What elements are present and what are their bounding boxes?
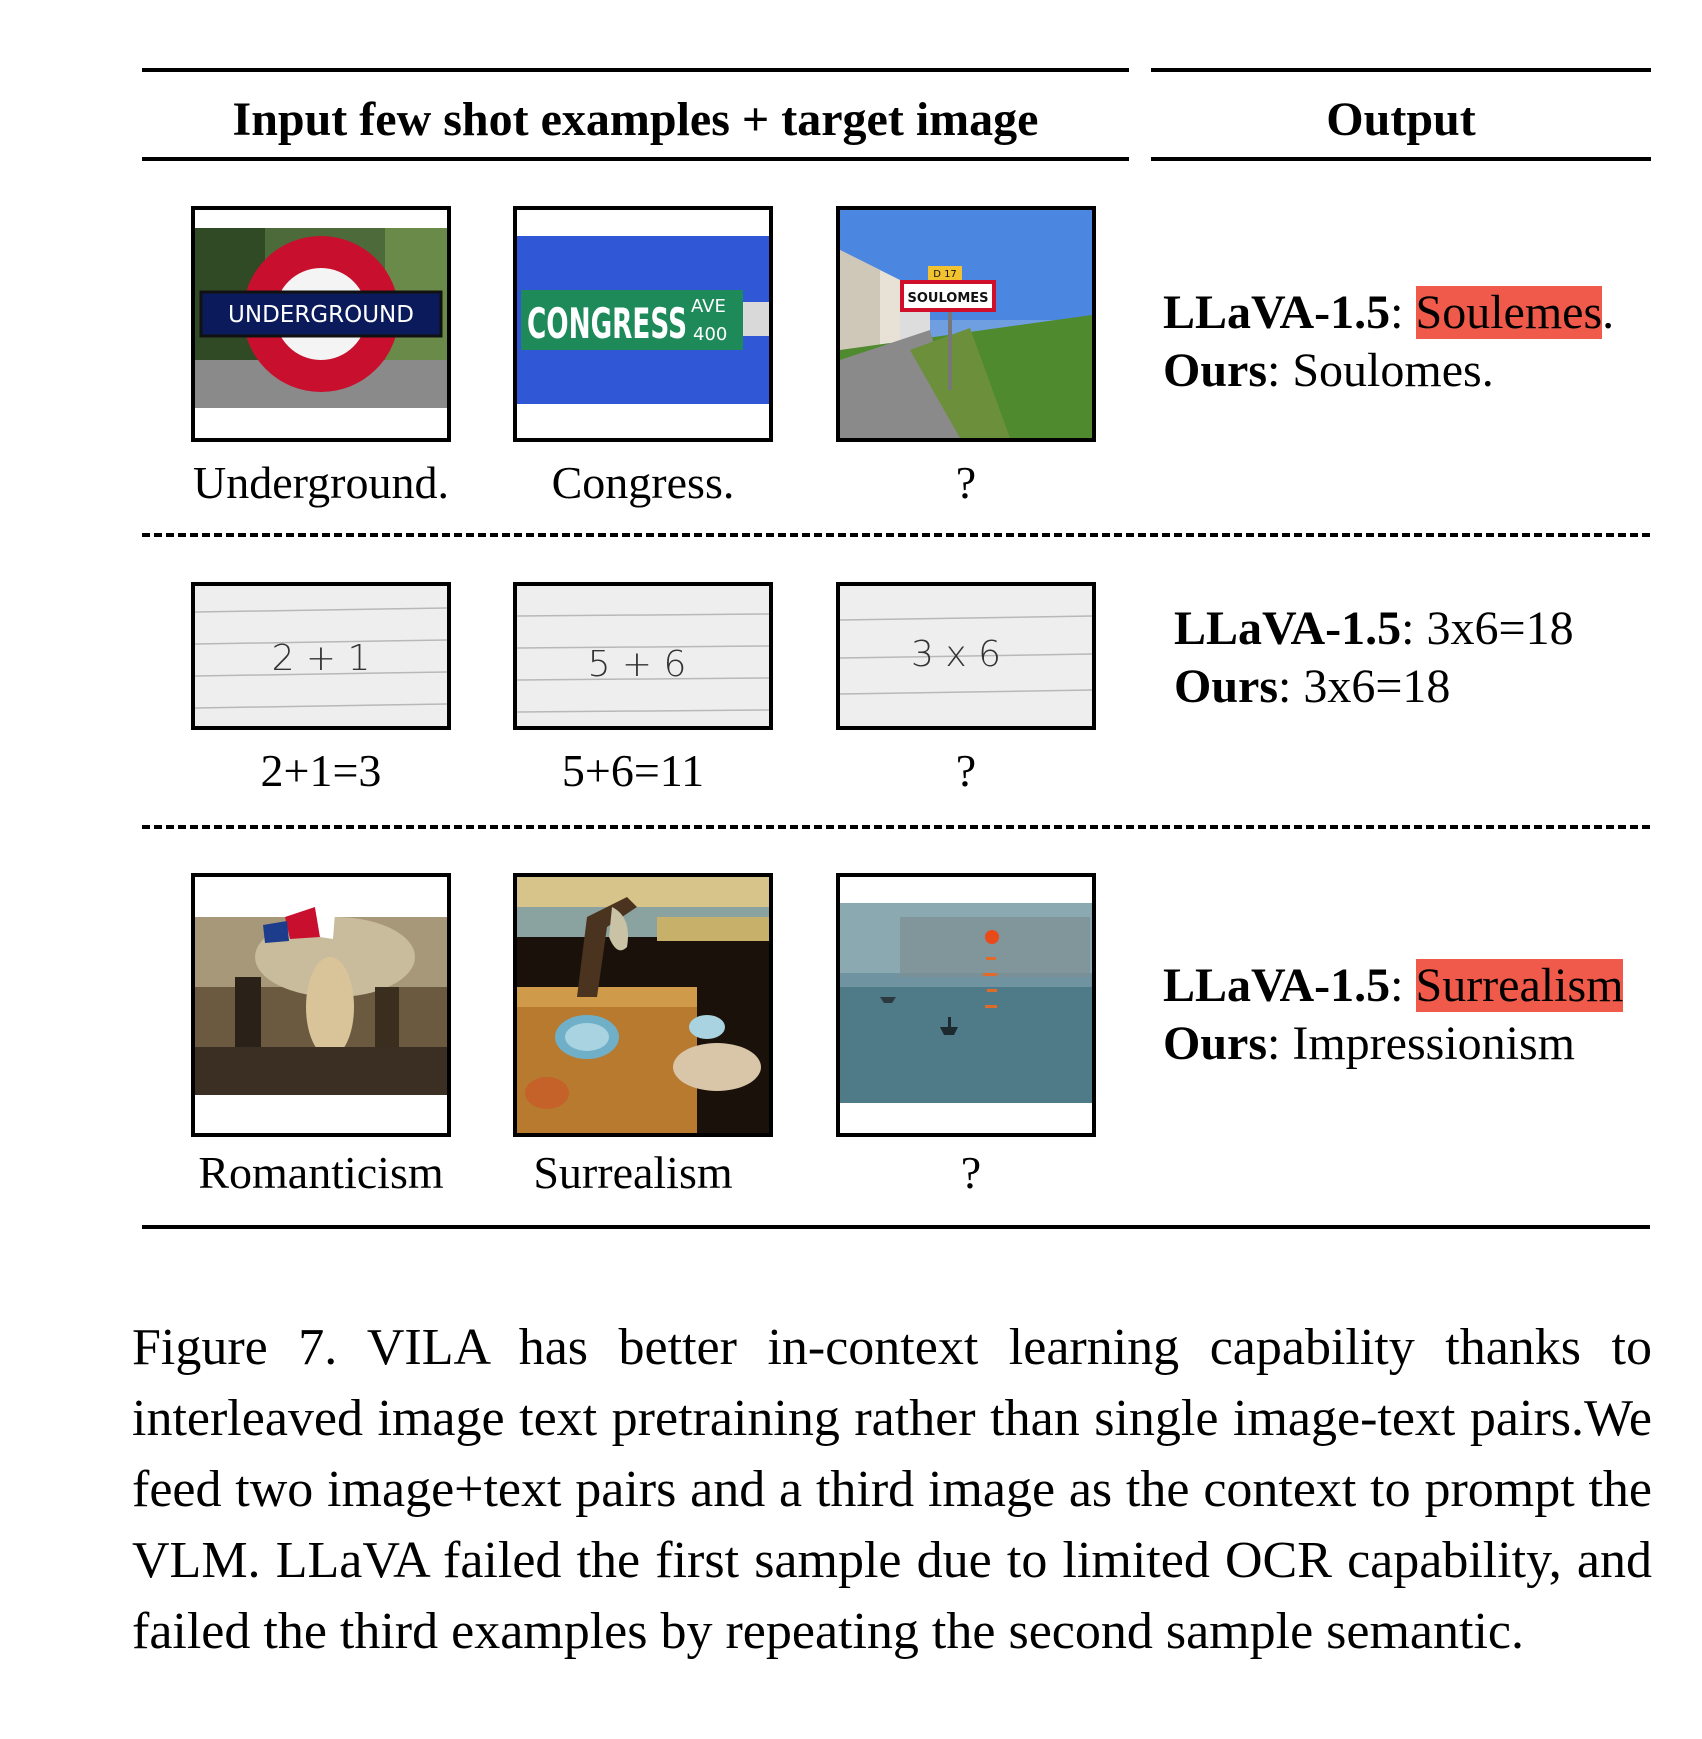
- row-separator-1: [142, 533, 1650, 537]
- llava-wrong-answer: Surrealism: [1415, 959, 1624, 1012]
- math-note-2-image: 5 + 6: [513, 582, 773, 730]
- header-bottom-rule-right: [1151, 157, 1651, 161]
- underground-sign-image: UNDERGROUND: [191, 206, 451, 442]
- caption-math-1: 2+1=3: [260, 745, 382, 796]
- llava-label: LLaVA-1.5: [1163, 286, 1391, 339]
- math-note-2-text: 5 + 6: [588, 644, 687, 685]
- impressionism-painting-image: [836, 873, 1096, 1137]
- soulomes-sign-text: SOULOMES: [907, 291, 988, 306]
- congress-sign-image: CONGRESS AVE 400: [513, 206, 773, 442]
- congress-sign-number: 400: [693, 324, 727, 345]
- romanticism-painting-image: [191, 873, 451, 1137]
- ours-label: Ours: [1174, 660, 1279, 713]
- congress-sign-text: CONGRESS: [527, 299, 687, 348]
- row2-llava-output: LLaVA-1.5: 3x6=18: [1174, 602, 1574, 655]
- congress-sign-ave: AVE: [691, 296, 726, 317]
- llava-label: LLaVA-1.5: [1163, 959, 1391, 1012]
- row3-llava-output: LLaVA-1.5: Surrealism: [1163, 959, 1624, 1012]
- llava-wrong-answer: Soulemes: [1415, 286, 1603, 339]
- caption-surrealism: Surrealism: [533, 1147, 733, 1198]
- math-note-1-image: 2 + 1: [191, 582, 451, 730]
- output-column-title: Output: [1326, 93, 1476, 146]
- header-bottom-rule-left: [142, 157, 1129, 161]
- figure-caption: Figure 7. VILA has better in-context lea…: [132, 1319, 1652, 1660]
- llava-answer: 3x6=18: [1426, 602, 1574, 655]
- table-bottom-rule: [142, 1225, 1650, 1229]
- soulomes-sign-image: D 17 SOULOMES: [836, 206, 1096, 442]
- ours-answer: Soulomes.: [1292, 344, 1494, 397]
- llava-label: LLaVA-1.5: [1174, 602, 1402, 655]
- caption-underground: Underground.: [193, 457, 449, 508]
- caption-query-1: ?: [955, 457, 977, 508]
- row2-ours-output: Ours: 3x6=18: [1174, 660, 1451, 713]
- math-note-3-image: 3 x 6: [836, 582, 1096, 730]
- underground-sign-text: UNDERGROUND: [228, 302, 414, 328]
- ours-label: Ours: [1163, 344, 1268, 397]
- caption-congress: Congress.: [551, 457, 735, 508]
- ours-answer: 3x6=18: [1303, 660, 1451, 713]
- caption-math-2: 5+6=11: [561, 745, 705, 796]
- surrealism-painting-image: [513, 873, 773, 1137]
- ours-label: Ours: [1163, 1017, 1268, 1070]
- caption-romanticism: Romanticism: [198, 1147, 444, 1198]
- row1-ours-output: Ours: Soulomes.: [1163, 344, 1494, 397]
- soulomes-road-number: D 17: [933, 269, 957, 280]
- header-top-rule-left: [142, 68, 1129, 72]
- header-top-rule-right: [1151, 68, 1651, 72]
- math-note-1-text: 2 + 1: [272, 638, 371, 679]
- row1-llava-output: LLaVA-1.5: Soulemes.: [1163, 286, 1615, 339]
- llava-trailing-period: .: [1602, 286, 1615, 339]
- input-column-title: Input few shot examples + target image: [232, 93, 1039, 146]
- ours-answer: Impressionism: [1292, 1017, 1576, 1070]
- caption-query-3: ?: [960, 1147, 982, 1198]
- caption-query-2: ?: [955, 745, 977, 796]
- math-note-3-text: 3 x 6: [911, 634, 1001, 675]
- row3-ours-output: Ours: Impressionism: [1163, 1017, 1576, 1070]
- row-separator-2: [142, 825, 1650, 829]
